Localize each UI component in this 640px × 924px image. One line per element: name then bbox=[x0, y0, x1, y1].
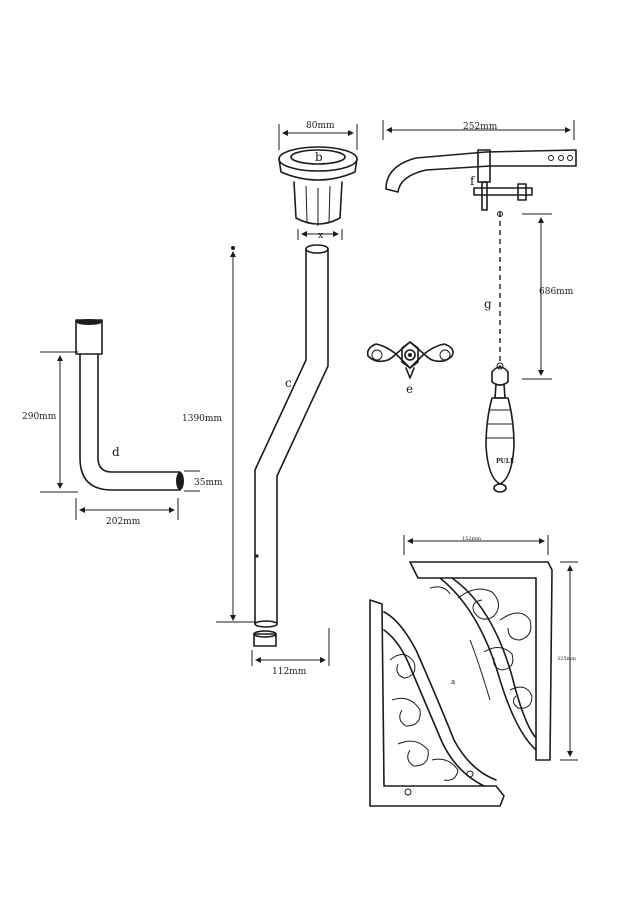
part-d-pipe: d 290mm 202mm 35mm bbox=[22, 319, 223, 527]
part-c-letter: c bbox=[285, 376, 292, 390]
dim-a-height: 325mm bbox=[557, 656, 576, 662]
pipe-c-top bbox=[305, 244, 329, 254]
bracket-front bbox=[369, 599, 505, 807]
pipe-c-bottom bbox=[254, 620, 278, 628]
dim-c-height: 1390mm bbox=[182, 414, 222, 424]
bracket-back bbox=[409, 561, 553, 761]
dim-a-width: 152mm bbox=[462, 536, 481, 542]
part-f-letter: f bbox=[470, 174, 476, 188]
dim-b-top: 80mm bbox=[306, 121, 335, 131]
dim-d-width: 202mm bbox=[106, 517, 141, 527]
part-e-letter: e bbox=[406, 382, 413, 396]
part-c-pipe: c 1390mm 112mm bbox=[182, 244, 330, 677]
part-g-chain: PULL g 686mm bbox=[484, 211, 574, 493]
pipe-d-opening bbox=[76, 319, 102, 325]
dim-d-height: 290mm bbox=[22, 412, 57, 422]
part-a-brackets: 152mm 325mm a bbox=[369, 535, 578, 807]
part-f-lever: 252mm f bbox=[382, 120, 577, 211]
escutcheon-nut bbox=[401, 341, 419, 369]
dim-b-bottom: x bbox=[318, 231, 323, 241]
dim-d-dia: 35mm bbox=[194, 478, 223, 488]
part-e-escutcheon: e bbox=[366, 341, 454, 396]
pipe-d-inner bbox=[97, 353, 181, 473]
dim-c-offset: 112mm bbox=[272, 667, 307, 677]
pipe-d-end bbox=[176, 472, 184, 490]
pipe-c-left bbox=[254, 248, 307, 625]
pipe-d-collar bbox=[75, 319, 103, 355]
lever-spindle bbox=[473, 187, 533, 196]
part-g-letter: g bbox=[484, 297, 492, 311]
pipe-c-right bbox=[276, 248, 329, 625]
dim-f-width: 252mm bbox=[463, 122, 498, 132]
dim-g-length: 686mm bbox=[539, 287, 574, 297]
pipe-d-outer bbox=[79, 353, 181, 491]
pull-handle-text: PULL bbox=[496, 458, 515, 465]
pipe-c-cap bbox=[253, 630, 277, 647]
part-d-letter: d bbox=[112, 445, 120, 459]
pull-handle bbox=[485, 397, 515, 485]
part-b-letter: b bbox=[315, 150, 323, 164]
part-b-connector: 80mm b x bbox=[278, 121, 358, 241]
part-a-letter: a bbox=[451, 678, 455, 686]
lever-arm bbox=[385, 149, 577, 193]
